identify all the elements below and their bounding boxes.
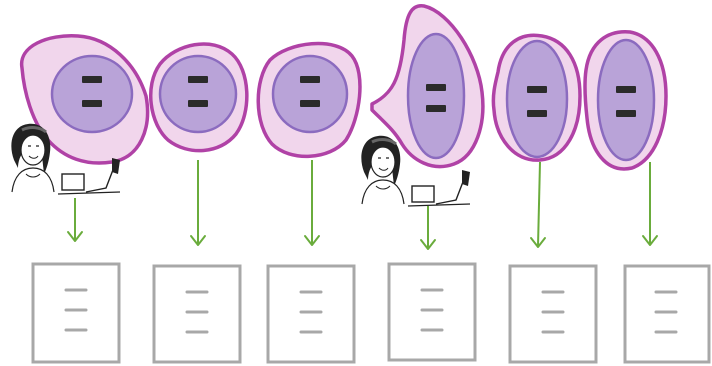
report-3	[266, 264, 356, 364]
cell-4	[370, 4, 485, 169]
scientist-at-microscope-2	[361, 135, 471, 207]
cell-3	[256, 41, 362, 158]
report-5	[508, 264, 598, 364]
arrow-2	[190, 160, 206, 246]
cell-1	[20, 34, 150, 165]
arrow-5	[530, 161, 546, 248]
report-4	[387, 262, 477, 362]
arrow-6	[642, 162, 658, 246]
report-1	[31, 262, 121, 364]
report-2	[152, 264, 242, 364]
scientist-at-microscope-1	[11, 123, 121, 195]
arrow-1	[67, 198, 83, 242]
cell-2	[148, 42, 249, 153]
cell-6	[583, 30, 668, 171]
scientist-icon	[361, 135, 471, 207]
scientist-icon	[11, 123, 121, 195]
arrow-3	[304, 160, 320, 246]
report-6	[623, 264, 711, 364]
arrow-4	[420, 206, 436, 250]
cell-5	[491, 33, 582, 162]
